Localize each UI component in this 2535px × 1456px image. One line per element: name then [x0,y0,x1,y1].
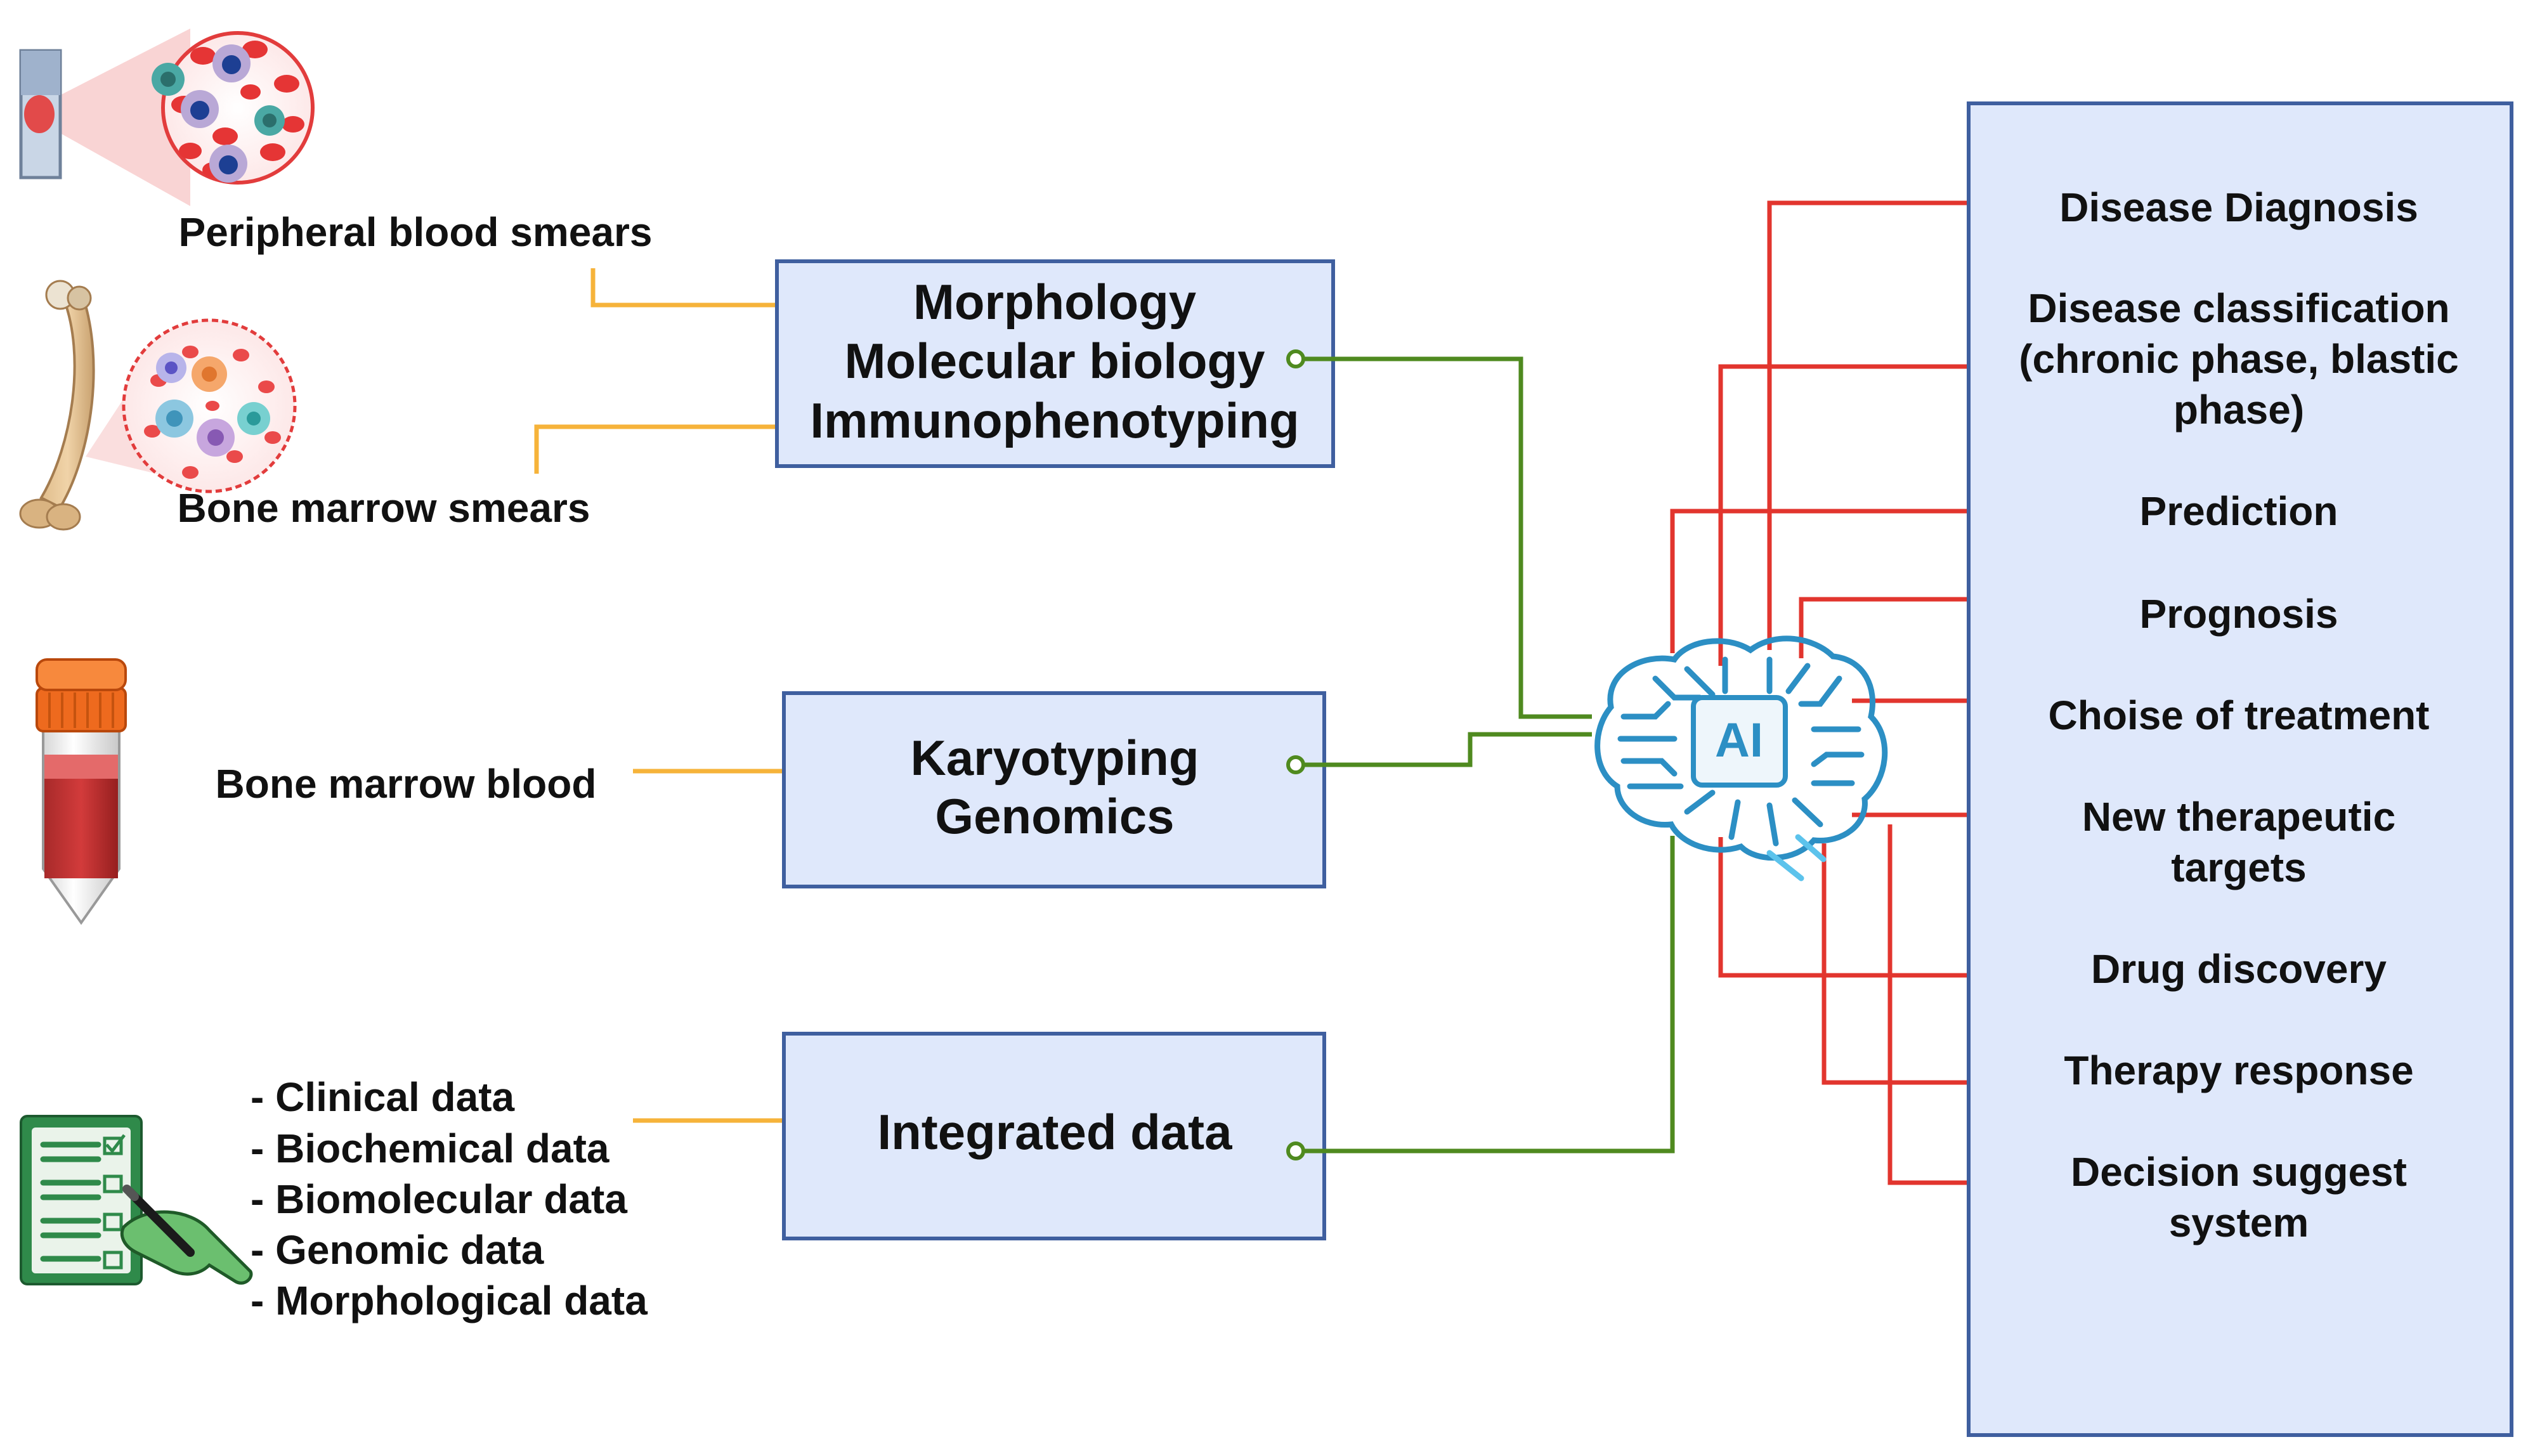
list-item: - Genomic data [251,1227,544,1273]
source-connectors [534,268,798,1123]
output-new-therapeutic-targets: New therapeutic [2082,794,2395,840]
output-choice-of-treatment: Choise of treatment [2049,692,2430,738]
output-disease-classification: phase) [2173,387,2304,432]
output-new-therapeutic-targets: targets [2171,845,2306,890]
list-item: - Biochemical data [251,1126,609,1171]
output-decision-suggest-system: system [2169,1200,2309,1245]
connector-box2-ai [1303,732,1592,767]
box-line: Molecular biology [844,333,1265,389]
outputs-panel: Disease Diagnosis Disease classification… [1967,101,2513,1437]
box-to-ai-connectors [1303,356,1675,1154]
ai-brain-circuit-icon [1594,635,1888,881]
label-bone-marrow-blood: Bone marrow blood [216,761,597,807]
connector-box3-ai [1303,836,1675,1154]
connector-bone-marrow-smears [534,424,798,474]
box-line: Immunophenotyping [810,393,1299,448]
box-karyotyping-genomics: Karyotyping Genomics [782,691,1326,888]
output-prognosis: Prognosis [2140,591,2338,637]
list-item: - Biomolecular data [251,1176,627,1222]
ai-chip: AI [1691,695,1788,788]
box-integrated-data: Integrated data [782,1032,1326,1240]
connector-peripheral [590,268,798,308]
output-therapy-response: Therapy response [2064,1048,2413,1093]
ai-to-output-connectors [1670,200,1993,1185]
data-type-list: - Clinical data - Biochemical data - Bio… [251,1074,648,1323]
blood-collection-tube-icon [36,658,127,925]
checklist-with-hand-icon [20,1115,253,1285]
output-disease-classification: (chronic phase, blastic [2019,336,2459,382]
list-item: - Morphological data [251,1278,648,1323]
box-morphology-molecular-immuno: Morphology Molecular biology Immunopheno… [775,259,1335,468]
output-disease-diagnosis: Disease Diagnosis [2059,185,2418,230]
output-drug-discovery: Drug discovery [2091,946,2387,992]
box-line: Integrated data [877,1104,1232,1160]
ai-label: AI [1715,713,1763,767]
output-decision-suggest-system: Decision suggest [2071,1149,2407,1195]
list-item: - Clinical data [251,1074,515,1120]
connector-box1-ai [1303,356,1592,719]
output-prediction: Prediction [2140,488,2338,534]
label-bone-marrow-smears: Bone marrow smears [178,485,590,531]
box-line: Karyotyping [910,730,1199,786]
box-line: Morphology [913,274,1196,330]
label-peripheral-blood-smears: Peripheral blood smears [179,209,653,255]
output-disease-classification: Disease classification [2028,285,2449,331]
bone-with-magnified-marrow-cells-icon [19,280,297,531]
box-line: Genomics [935,788,1174,844]
slide-with-magnified-blood-cells-icon [19,29,315,206]
